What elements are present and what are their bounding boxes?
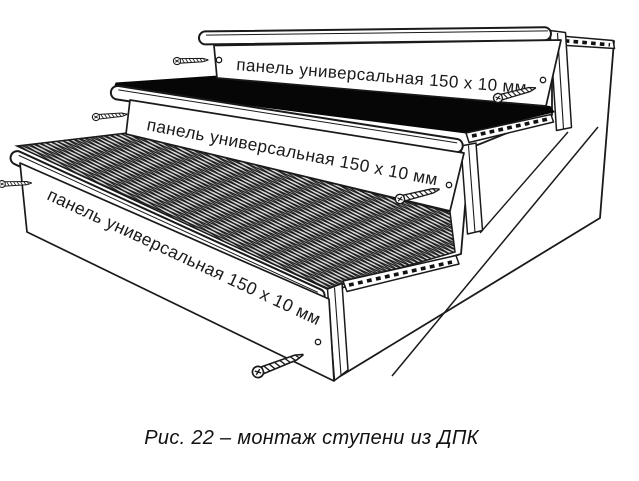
bottom-tread-texture (14, 132, 456, 290)
screw-hole-top-right (539, 76, 547, 84)
screw-icon-top-left (172, 55, 209, 66)
top-step-riser-panel: панель универсальная 150 x 10 мм (213, 39, 562, 107)
stringer-fold-line (479, 131, 569, 234)
serrated-nosing-strip-bottom (342, 254, 460, 293)
serrated-nosing-strip-middle (465, 113, 555, 144)
screw-icon-middle-left (91, 110, 128, 122)
screw-hole-top-left (215, 56, 223, 64)
screw-hole-middle-right (445, 181, 453, 189)
middle-step-nosing-cap (109, 84, 464, 154)
middle-step-side-return (460, 142, 484, 235)
stringer-bottom-fold-line (391, 126, 599, 377)
screw-hole-bottom-front (314, 338, 322, 346)
figure-caption: Рис. 22 – монтаж ступени из ДПК (144, 427, 479, 449)
